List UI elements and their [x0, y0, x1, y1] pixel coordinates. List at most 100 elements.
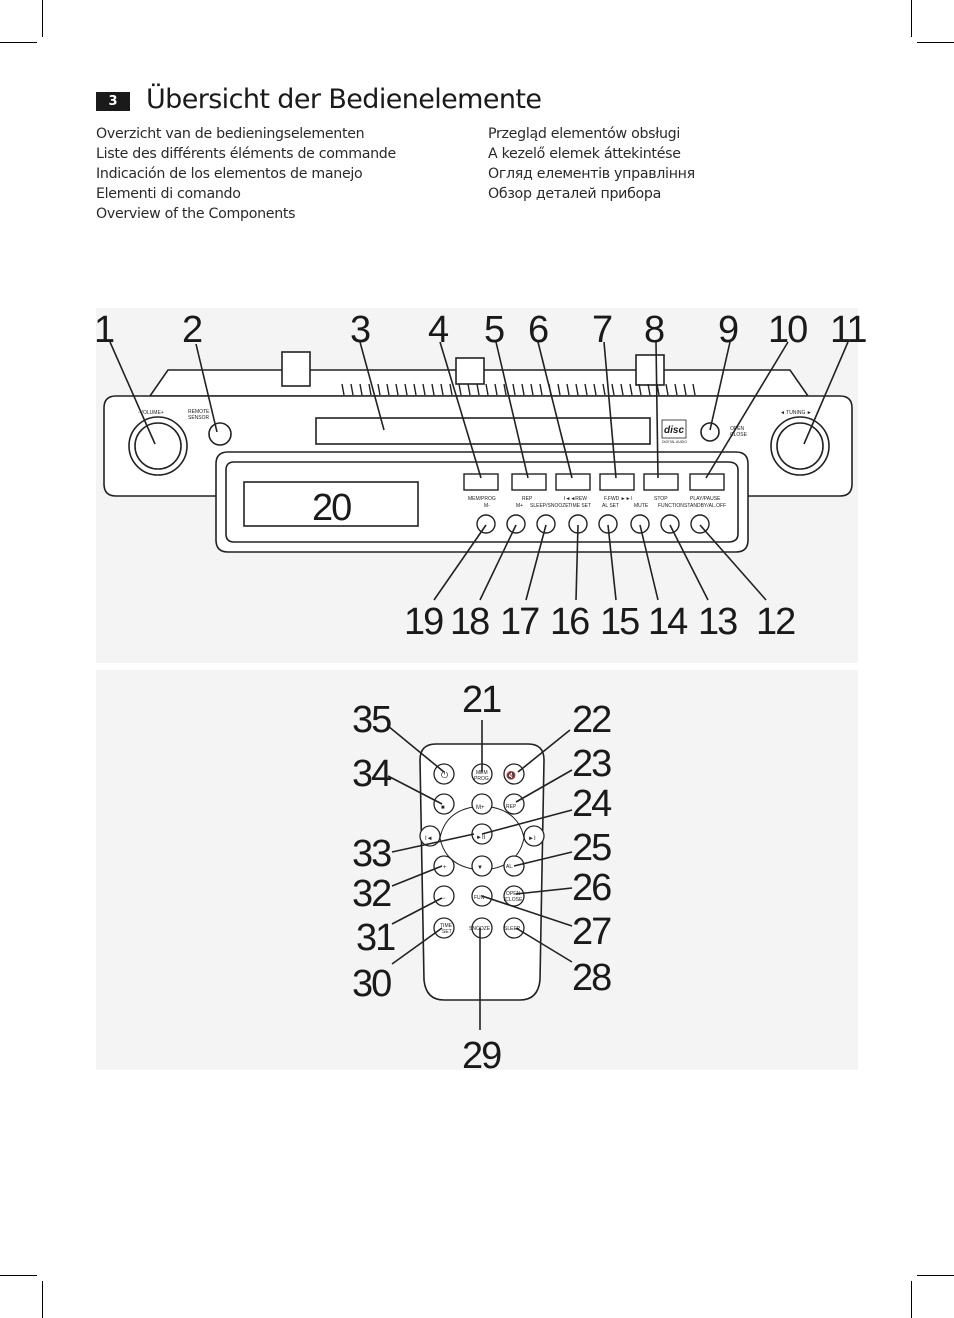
- panel-round-button: [660, 514, 680, 534]
- vent-slot: [395, 383, 399, 396]
- callout-number: 19: [404, 601, 443, 643]
- panel-button: [599, 473, 635, 491]
- cd-logo-subtext: DIGITAL AUDIO: [662, 440, 687, 444]
- vent-slot: [629, 383, 633, 396]
- panel-button: [555, 473, 591, 491]
- callout-number: 28: [572, 957, 611, 999]
- callout-number: 26: [572, 867, 611, 909]
- remote-label: ▼: [477, 865, 483, 871]
- callout-number: 7: [592, 309, 612, 351]
- vent-slot: [584, 383, 588, 396]
- remote-label: AL.: [506, 864, 514, 870]
- panel-button: [511, 473, 547, 491]
- remote-round-button: [503, 793, 525, 815]
- btn-label: STANDBY/AL.OFF: [684, 503, 726, 509]
- remote-sensor-label: SENSOR: [188, 415, 210, 421]
- callout-number: 17: [500, 601, 539, 643]
- callout-number: 2: [182, 309, 202, 351]
- vent-slot: [512, 383, 516, 396]
- vent-slot: [476, 383, 480, 396]
- panel-round-button: [506, 514, 526, 534]
- cd-logo: [661, 419, 687, 439]
- panel-round-button: [598, 514, 618, 534]
- remote-label: ►II: [476, 835, 486, 841]
- display-number: 20: [312, 487, 351, 529]
- callout-numbers-bottom: 19 18 17 16 15 14 13 12: [404, 601, 797, 643]
- remote-label: ⏻: [441, 770, 448, 780]
- remote-callout-lines: [387, 720, 573, 1030]
- open-close-label: OPEN: [730, 426, 745, 432]
- remote-round-button: [433, 793, 455, 815]
- callout-number: 4: [428, 309, 449, 351]
- subtitle-line: Indicación de los elementos de manejo: [96, 166, 363, 182]
- remote-label: SNOOZE: [469, 926, 491, 932]
- callout-lines: [109, 341, 849, 601]
- vent-slot: [593, 383, 597, 396]
- callout-number: 5: [484, 309, 504, 351]
- remote-label: 🔇: [506, 770, 516, 780]
- remote-round-button: [503, 917, 525, 939]
- callout-number: 3: [350, 309, 370, 351]
- remote-label: +: [443, 865, 447, 871]
- remote-round-button: [471, 917, 493, 939]
- callout-number: 29: [462, 1035, 501, 1077]
- vent-slot: [566, 383, 570, 396]
- remote-round-button: [433, 917, 455, 939]
- crop-mark: [0, 42, 37, 43]
- vent-slot: [467, 383, 471, 396]
- callout-number: 27: [572, 911, 611, 953]
- remote-label: PROG: [474, 776, 489, 782]
- vent-slot: [350, 383, 354, 396]
- vent-slot: [449, 383, 453, 396]
- subtitle-line: Обзор деталей прибора: [488, 186, 662, 202]
- callout-number: 9: [718, 309, 738, 351]
- callout-number: 13: [698, 601, 737, 643]
- callout-number: 14: [648, 601, 688, 643]
- subtitle-line: Overview of the Components: [96, 206, 296, 222]
- subtitle-line: Elementi di comando: [96, 186, 241, 202]
- page-title: Übersicht der Bedienelemente: [146, 84, 542, 115]
- panel-round-button: [536, 514, 556, 534]
- vent-slot: [602, 383, 606, 396]
- callout-number: 22: [572, 699, 611, 741]
- callout-number: 21: [462, 679, 501, 721]
- panel-button: [689, 473, 725, 491]
- vent-slot: [386, 383, 390, 396]
- page-number-badge: 3: [96, 92, 130, 111]
- callout-number: 10: [768, 309, 807, 351]
- cd-logo-text: disc: [664, 425, 684, 436]
- remote-label: ■: [441, 805, 445, 811]
- vent-slot: [422, 383, 426, 396]
- vent-slot: [377, 383, 381, 396]
- panel-round-button: [476, 514, 496, 534]
- panel-button: [643, 473, 679, 491]
- subtitle-line: Liste des différents éléments de command…: [96, 146, 396, 162]
- vent-slot: [557, 383, 561, 396]
- vent-slot: [665, 383, 669, 396]
- btn-label: TIME SET: [568, 503, 591, 509]
- crop-mark: [911, 1281, 912, 1318]
- open-close-label: CLOSE: [730, 432, 748, 438]
- btn-label: M+: [516, 503, 523, 509]
- vent-slot: [575, 383, 579, 396]
- vent-slot: [368, 383, 372, 396]
- vent-slot: [674, 383, 678, 396]
- remote-label: SET: [442, 929, 452, 935]
- btn-label: FUNCTION: [658, 503, 684, 509]
- callout-number: 32: [352, 873, 391, 915]
- remote-round-button: [523, 825, 545, 847]
- remote-round-button: [503, 763, 525, 785]
- btn-label: STOP: [654, 496, 668, 502]
- vent-grille: [341, 383, 696, 396]
- remote-label: TIME: [440, 923, 453, 929]
- crop-mark: [0, 1275, 37, 1276]
- subtitle-line: Overzicht van de bedieningselementen: [96, 126, 365, 142]
- panel-round-button: [690, 514, 710, 534]
- vent-slot: [647, 383, 651, 396]
- btn-label: MEM/PROG: [468, 496, 496, 502]
- callout-number: 6: [528, 309, 548, 351]
- btn-label: SLEEP/SNOOZE: [530, 503, 569, 509]
- subtitle-line: A kezelő elemek áttekintése: [488, 146, 681, 162]
- remote-round-button: [433, 855, 455, 877]
